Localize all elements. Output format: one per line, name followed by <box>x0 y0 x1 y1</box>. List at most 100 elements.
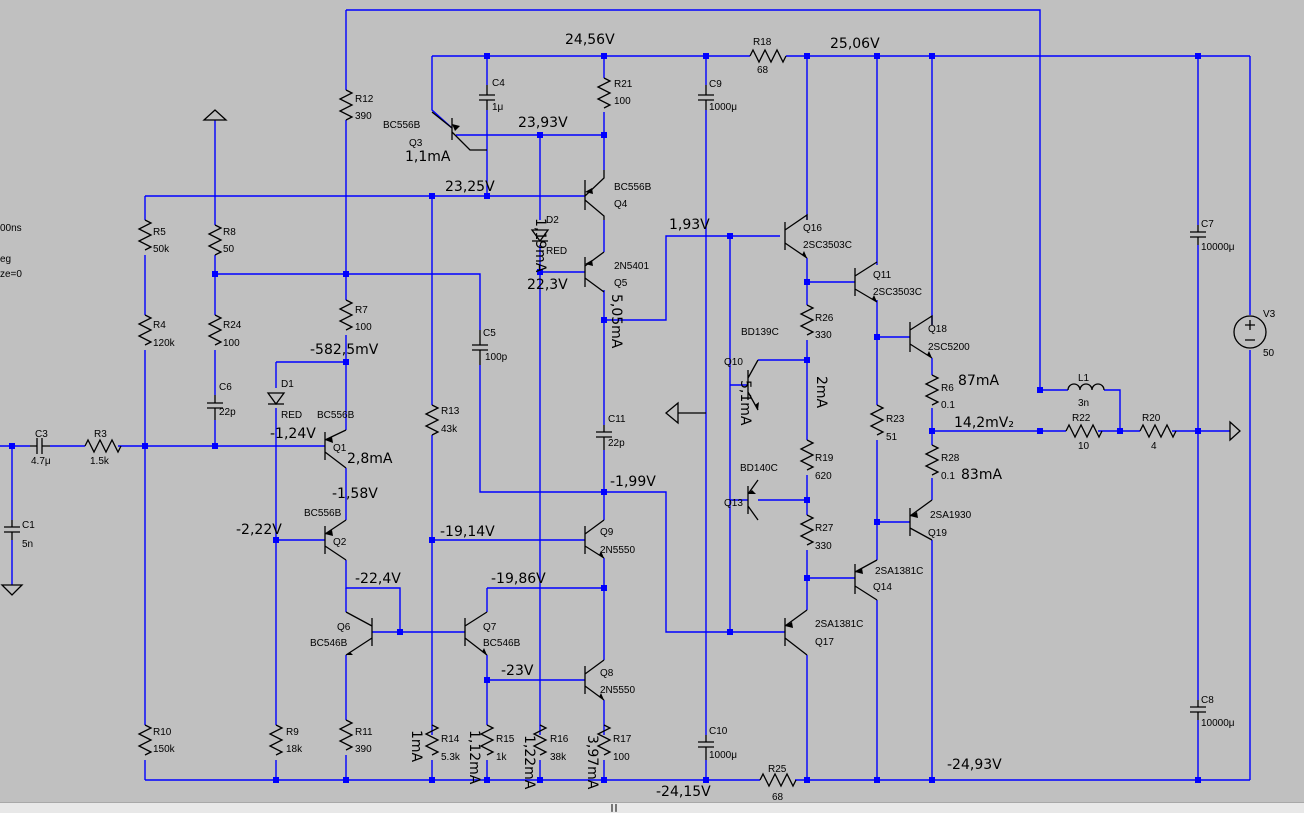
resistor-r24 <box>207 314 223 346</box>
ref-label: Q17 <box>815 637 834 648</box>
resistor-r21 <box>596 77 612 109</box>
ref-label: Q4 <box>614 199 628 210</box>
value-label: 100 <box>614 96 631 107</box>
branch-current: 2mA <box>813 376 829 409</box>
resistor-r6 <box>924 374 940 406</box>
value-label: 10 <box>1078 441 1090 452</box>
value-label: 1000μ <box>709 102 737 113</box>
transistor-q7 <box>464 611 488 656</box>
value-label: 4 <box>1151 441 1157 452</box>
ref-label: C3 <box>35 429 48 440</box>
ref-label: R7 <box>355 305 368 316</box>
resistor-r11 <box>338 719 354 751</box>
ref-label: Q18 <box>928 324 947 335</box>
node-voltage: 24,56V <box>565 32 615 48</box>
value-label: RED <box>546 246 567 257</box>
transistors <box>324 111 933 701</box>
branch-current: 87mA <box>958 373 999 389</box>
ref-label: Q3 <box>409 138 423 149</box>
voltage-source-v3 <box>1233 315 1267 349</box>
value-label: 120k <box>153 338 176 349</box>
value-label: 1k <box>496 752 508 763</box>
value-label: 50k <box>153 244 170 255</box>
transistor-q17 <box>784 609 808 656</box>
capacitor-c10 <box>698 735 714 760</box>
transistor-q5 <box>584 251 605 293</box>
transistor-q9 <box>584 519 605 559</box>
node-voltage: -1,24V <box>270 426 316 442</box>
value-label: 100 <box>613 752 630 763</box>
value-label: 10000μ <box>1201 242 1235 253</box>
resistor-r28 <box>924 444 940 476</box>
transistor-q13 <box>747 479 759 521</box>
resistor-r14 <box>424 724 440 756</box>
ref-label: R18 <box>753 37 772 48</box>
transistor-q14 <box>854 559 878 601</box>
value-label: 330 <box>815 330 832 341</box>
node-voltage: -22,4V <box>355 571 401 587</box>
resistor-r7 <box>338 299 354 331</box>
value-label: 150k <box>153 744 176 755</box>
value-label: 2SA1381C <box>815 619 863 630</box>
resistor-r3 <box>84 438 122 454</box>
ref-label: Q13 <box>724 498 743 509</box>
ref-label: R13 <box>441 406 460 417</box>
ref-label: R24 <box>223 320 242 331</box>
value-label: BC556B <box>383 120 421 131</box>
value-label: BC546B <box>483 638 521 649</box>
ground-symbols <box>0 109 1241 812</box>
resistor-r10 <box>137 724 153 756</box>
value-label: 100 <box>355 322 372 333</box>
value-label: 18k <box>286 744 303 755</box>
capacitor-c8 <box>1190 700 1206 720</box>
branch-current: 1,22mA <box>521 735 537 790</box>
value-label: 390 <box>355 111 372 122</box>
transistor-q19 <box>909 499 933 541</box>
ref-label: R6 <box>941 383 954 394</box>
value-label: 50 <box>1263 348 1275 359</box>
status-bar: ∥∥ <box>0 802 1304 813</box>
node-voltage: 22,3V <box>527 277 568 293</box>
value-label: 22p <box>219 407 236 418</box>
resistor-r27 <box>799 514 815 546</box>
value-label: RED <box>281 410 302 421</box>
value-label: 68 <box>757 65 769 76</box>
ground-symbol <box>0 584 24 596</box>
resistor-r20 <box>1139 423 1177 439</box>
ref-label: C10 <box>709 726 728 737</box>
resistor-r4 <box>137 314 153 346</box>
ref-label: R25 <box>768 764 787 775</box>
node-voltage: -582,5mV <box>310 342 379 358</box>
capacitor-c9 <box>698 85 714 110</box>
value-label: 330 <box>815 541 832 552</box>
ref-label: C11 <box>608 414 626 425</box>
transistor-q18 <box>909 314 933 359</box>
ref-label: Q8 <box>600 668 614 679</box>
ref-label: Q9 <box>600 527 614 538</box>
value-label: BC546B <box>310 638 348 649</box>
node-voltage: -1,99V <box>610 474 656 490</box>
value-label: BC556B <box>317 410 355 421</box>
resistor-r5 <box>137 219 153 251</box>
branch-current: 3,97mA <box>584 735 600 790</box>
ref-label: Q6 <box>337 622 351 633</box>
value-label: 5.3k <box>441 752 461 763</box>
value-label: 2SA1930 <box>930 510 972 521</box>
ref-label: C8 <box>1201 695 1214 706</box>
transistor-q10 <box>747 359 759 411</box>
ref-label: R26 <box>815 313 834 324</box>
resistor-r25 <box>759 772 797 788</box>
node-voltage: -1,58V <box>332 486 378 502</box>
ref-label: Q10 <box>724 357 743 368</box>
input-port-arrow <box>202 109 228 121</box>
value-label: 2N5401 <box>614 261 649 272</box>
value-label: 2SA1381C <box>875 566 923 577</box>
capacitor-c6 <box>207 395 223 420</box>
directives: 00ns eg ze=0 <box>0 223 22 280</box>
node-voltage: -24,93V <box>947 757 1002 773</box>
resistor-r16 <box>532 724 548 756</box>
transistor-q3 <box>431 111 487 151</box>
resize-grip[interactable]: ∥∥ <box>610 803 618 812</box>
transistor-q8 <box>584 659 605 701</box>
